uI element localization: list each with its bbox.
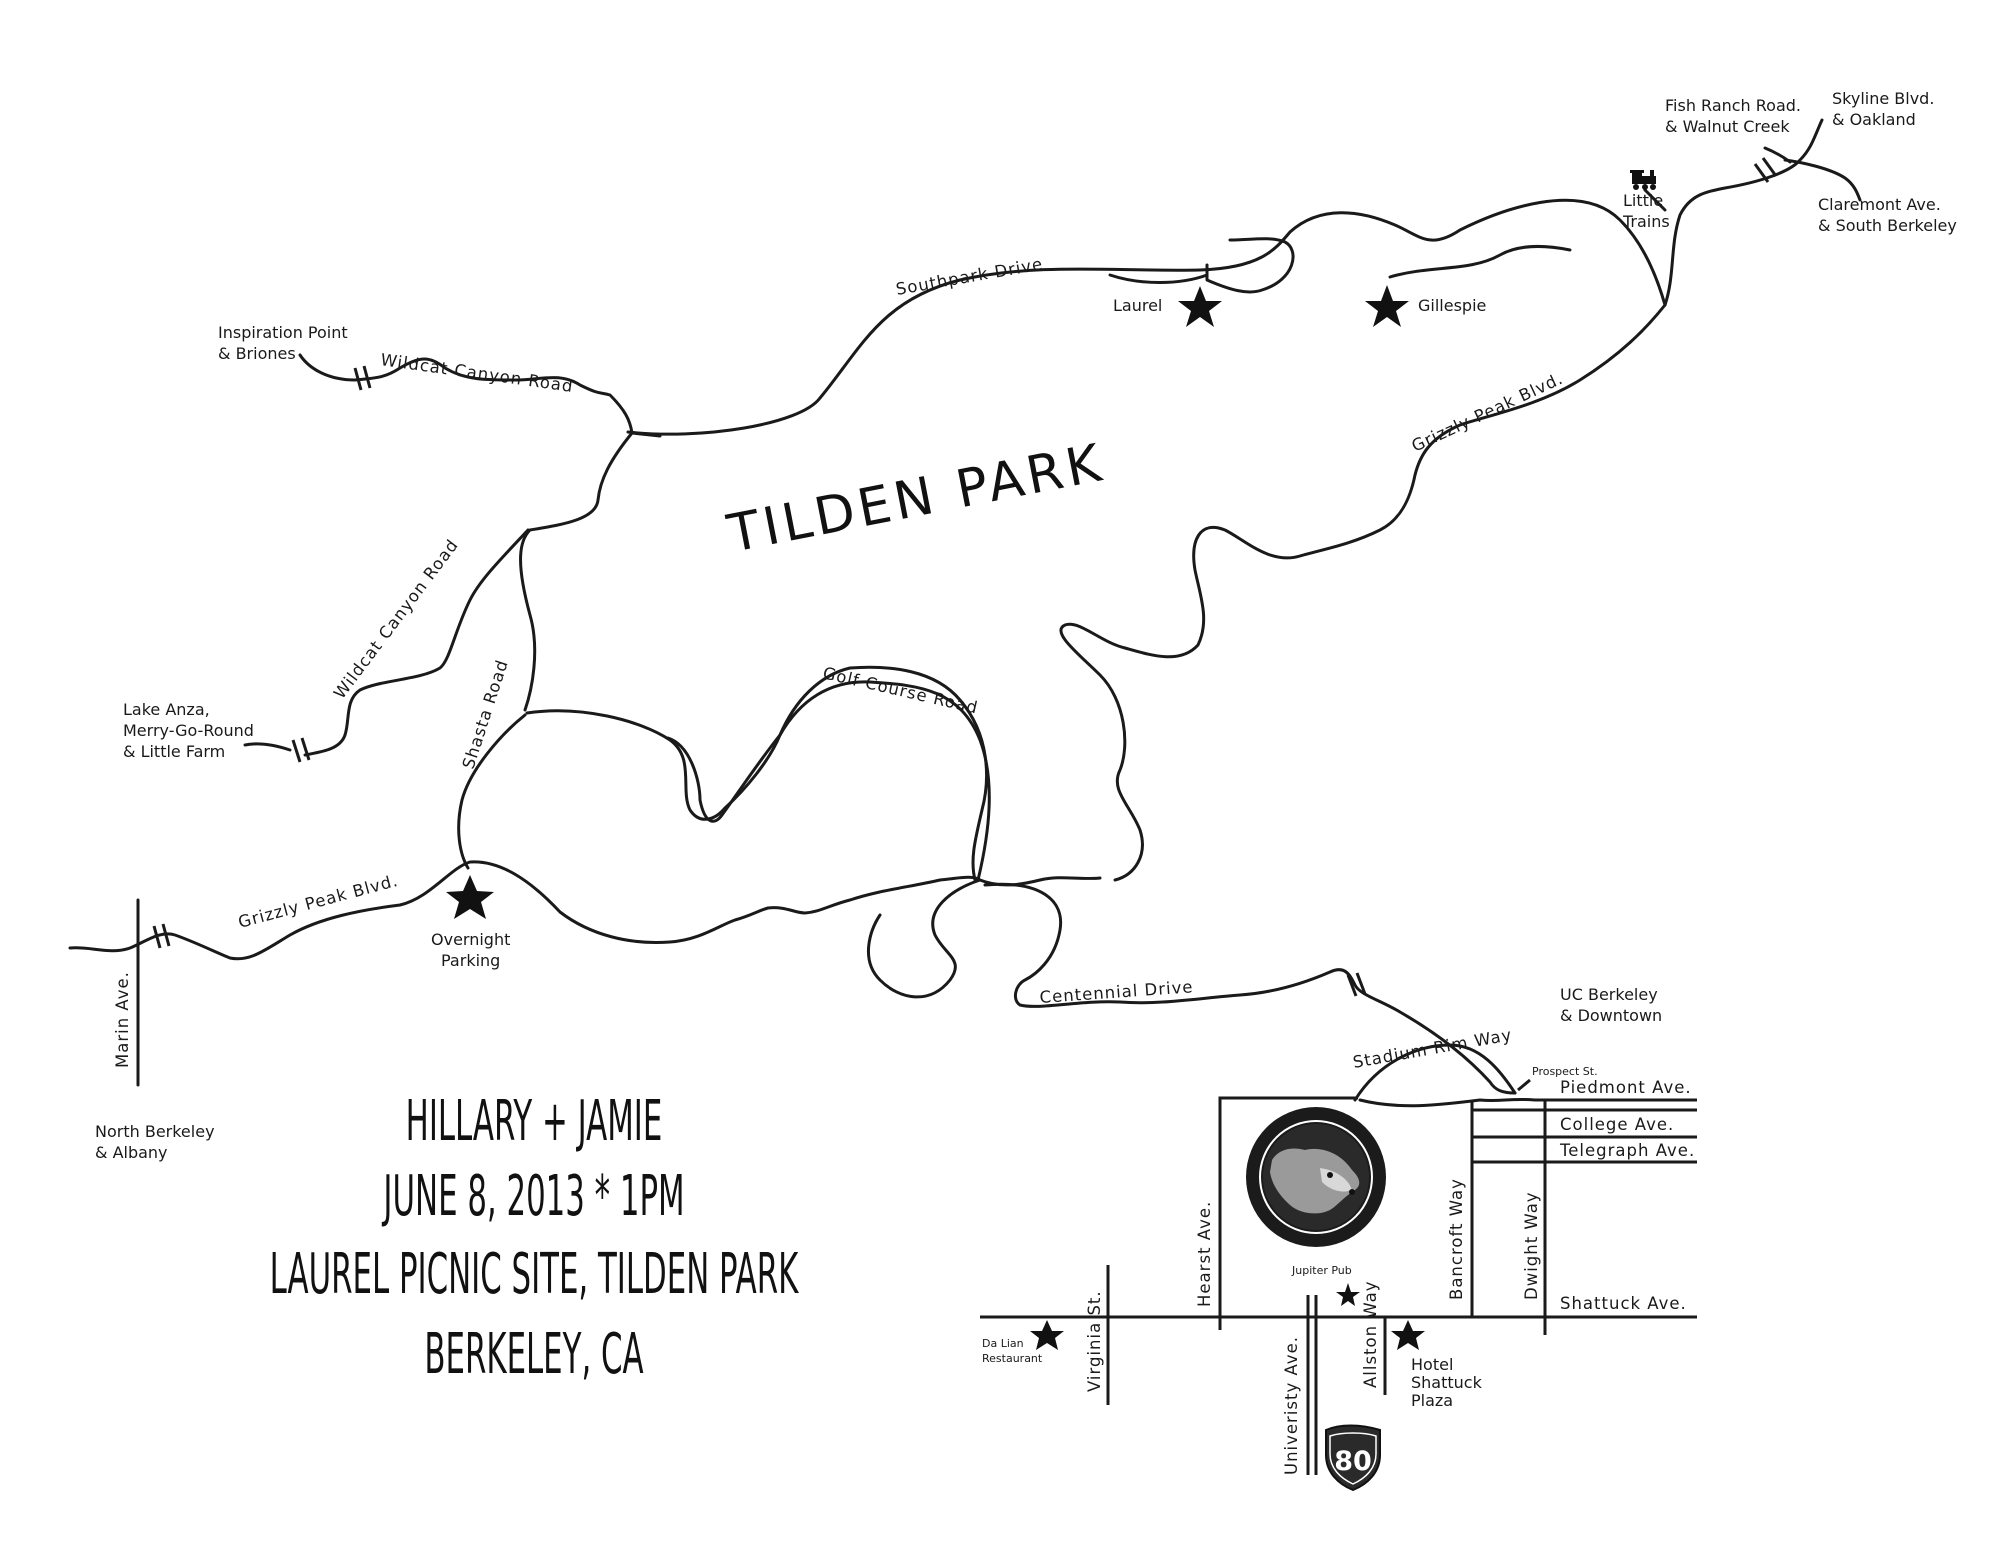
event-city: BERKELEY, CA [424, 1321, 643, 1387]
claremont-label-2: & South Berkeley [1818, 216, 1957, 235]
centennial-drive [866, 878, 982, 999]
wildcat-top-label: Wildcat Canyon Road [379, 350, 574, 396]
stadium-rim-way [1353, 1043, 1517, 1102]
hotel-label-1: Hotel [1411, 1355, 1453, 1374]
trains-spur [1643, 188, 1667, 212]
wildcat-left-label: Wildcat Canyon Road [330, 536, 462, 703]
hotel-star [1391, 1320, 1425, 1350]
hearst-label: Hearst Ave. [1195, 1201, 1214, 1307]
overnight-parking-star [446, 875, 494, 919]
fish-ranch-label-2: & Walnut Creek [1665, 117, 1790, 136]
train-icon [1630, 170, 1656, 190]
lake-anza-label-2: Merry-Go-Round [123, 721, 254, 740]
cal-bear-logo [1246, 1107, 1386, 1247]
prospect-st-line [1517, 1078, 1531, 1092]
grizzly-peak-blvd-right [1059, 303, 1667, 882]
laurel-loop [1108, 237, 1295, 294]
ucb-label-2: & Downtown [1560, 1006, 1662, 1025]
college-label: College Ave. [1560, 1115, 1674, 1134]
prospect-label: Prospect St. [1532, 1065, 1598, 1078]
skyline-label-1: Skyline Blvd. [1832, 89, 1934, 108]
event-couple: HILLARY + JAMIE [406, 1088, 663, 1154]
city-grid [980, 1078, 1697, 1475]
trains-label-2: Trains [1622, 212, 1670, 231]
telegraph-label: Telegraph Ave. [1559, 1141, 1695, 1160]
downtown-road [1358, 1097, 1537, 1108]
fish-ranch-label-1: Fish Ranch Road. [1665, 96, 1801, 115]
interstate-80-shield: 80 [1325, 1424, 1381, 1492]
shasta-road [457, 713, 527, 870]
claremont-road [1783, 158, 1862, 202]
marin-label: Marin Ave. [113, 971, 132, 1068]
golf-course-road [666, 733, 782, 823]
allston-label: Allston Way [1361, 1281, 1380, 1388]
southpark-label: Southpark Drive [894, 254, 1044, 299]
bear-icon [1270, 1148, 1360, 1214]
jupiter-label: Jupiter Pub [1291, 1264, 1352, 1277]
dalian-label-1: Da Lian [982, 1337, 1024, 1350]
interstate-number: 80 [1334, 1446, 1372, 1477]
shattuck-label: Shattuck Ave. [1560, 1294, 1687, 1313]
hotel-label-3: Plaza [1411, 1391, 1453, 1410]
wildcat-connector [519, 431, 634, 712]
park-title: TILDEN PARK [722, 433, 1110, 565]
university-label: Univeristy Ave. [1282, 1336, 1301, 1475]
golf-course-road-loop [778, 680, 991, 882]
dalian-label-2: Restaurant [982, 1352, 1043, 1365]
trains-label-1: Little [1623, 191, 1663, 210]
markers [446, 285, 1425, 1350]
road-breaks [152, 157, 1778, 997]
wildcat-canyon-road-left [303, 528, 530, 757]
claremont-label-1: Claremont Ave. [1818, 195, 1941, 214]
jupiter-pub-star [1336, 1283, 1360, 1306]
event-info: HILLARY + JAMIE JUNE 8, 2013 * 1PM LAURE… [270, 1088, 800, 1387]
event-date-time: JUNE 8, 2013 * 1PM [381, 1163, 684, 1229]
golf-label: Golf Course Road [821, 663, 980, 717]
roads [68, 118, 1862, 1108]
piedmont-label: Piedmont Ave. [1560, 1078, 1692, 1097]
gillespie-label: Gillespie [1418, 296, 1486, 315]
north-berkeley-label-1: North Berkeley [95, 1122, 215, 1141]
grizzly-peak-blvd-left [68, 860, 1102, 961]
hotel-label-2: Shattuck [1411, 1373, 1483, 1392]
overnight-label-2: Parking [441, 951, 500, 970]
inspiration-label-2: & Briones [218, 344, 296, 363]
skyline-label-2: & Oakland [1832, 110, 1916, 129]
centennial-drive-east [983, 882, 1517, 1095]
southpark-drive [626, 198, 1667, 436]
north-berkeley-label-2: & Albany [95, 1143, 168, 1162]
ucb-label-1: UC Berkeley [1560, 985, 1658, 1004]
bancroft-label: Bancroft Way [1447, 1178, 1466, 1300]
event-venue: LAUREL PICNIC SITE, TILDEN PARK [270, 1241, 800, 1307]
skyline-road [1663, 118, 1824, 307]
gillespie-star [1365, 285, 1409, 327]
lake-anza-label-1: Lake Anza, [123, 700, 210, 719]
laurel-label: Laurel [1113, 296, 1162, 315]
lake-anza-spur [243, 742, 292, 752]
dwight-label: Dwight Way [1522, 1191, 1541, 1300]
dalian-star [1030, 1320, 1064, 1350]
laurel-star [1178, 286, 1222, 327]
lake-anza-label-3: & Little Farm [123, 742, 225, 761]
virginia-label: Virginia St. [1085, 1290, 1104, 1392]
overnight-label-1: Overnight [431, 930, 510, 949]
grizzly-right-label: Grizzly Peak Blvd. [1409, 369, 1566, 456]
inspiration-label-1: Inspiration Point [218, 323, 348, 342]
gillespie-spur [1388, 244, 1572, 279]
